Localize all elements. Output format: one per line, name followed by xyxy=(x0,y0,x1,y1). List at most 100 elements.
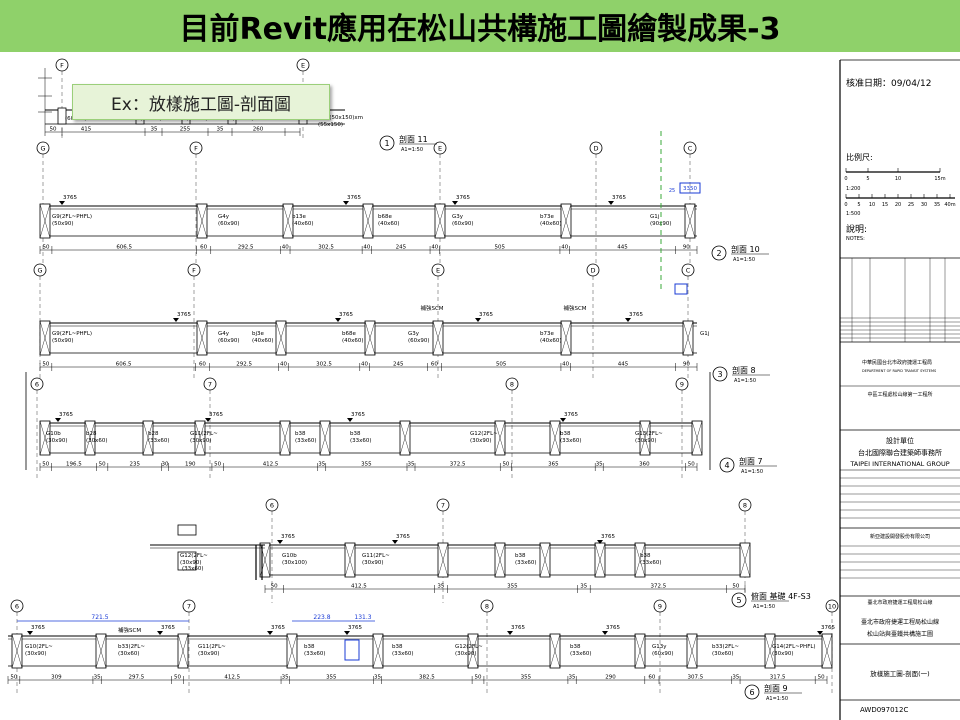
cad-drawing-sheet: FE(60x90)(33x80)(33x80)(33x80)bt3t(50x15… xyxy=(7,58,960,720)
dimension-value: 245 xyxy=(396,245,407,251)
grid-label: D xyxy=(593,144,598,152)
scale-tick-label: 15 xyxy=(882,202,888,208)
grid-bubble xyxy=(30,377,44,391)
beam-label: (40x60) xyxy=(378,221,400,227)
column-hatch xyxy=(39,320,51,356)
column-hatch xyxy=(39,420,51,456)
beam-label: (33x60) xyxy=(304,651,326,657)
dimension-value: 360 xyxy=(639,462,650,468)
section-number: 2 xyxy=(716,249,721,258)
dimension-value: 50 xyxy=(502,462,509,468)
beam-label: b28 xyxy=(86,431,97,437)
elevation-label: 3765 xyxy=(612,195,626,201)
beam-label: (33x60) xyxy=(182,566,204,572)
elevation-label: 3765 xyxy=(31,625,45,631)
grid-bubble xyxy=(675,377,689,391)
elevation-marker xyxy=(343,201,349,205)
column-hatch xyxy=(39,203,51,239)
elevation-label: 3765 xyxy=(209,412,223,418)
elevation-label: 3765 xyxy=(177,312,191,318)
dimension-value: 35 xyxy=(318,462,325,468)
dimension-value: 196.5 xyxy=(66,462,82,468)
beam-label: G11(2FL~ xyxy=(198,644,226,650)
dimension-value-blue: 25 xyxy=(669,188,675,194)
dimension-value: 35 xyxy=(94,675,101,681)
section-number: 3 xyxy=(717,370,722,379)
section-label: 俯面 基礎 4F-S3 xyxy=(751,591,811,601)
beam-label: (60x90) xyxy=(408,338,430,344)
column-hatch xyxy=(549,420,561,456)
beam-label: G11(2FL~ xyxy=(362,553,390,559)
section-number: 6 xyxy=(749,688,754,697)
contractor-name: 新亞建設開發股份有限公司 xyxy=(870,533,930,540)
scale-tick-label: 20 xyxy=(895,202,901,208)
dimension-value: 40 xyxy=(561,245,568,251)
beam-label: G12(2FL~ xyxy=(455,644,483,650)
beam-label: (30x90) xyxy=(25,651,47,657)
dimension-value: 307.5 xyxy=(688,675,704,681)
section-number: 1 xyxy=(384,139,389,148)
grid-label: E xyxy=(438,144,442,152)
dimension-value: 50 xyxy=(10,675,17,681)
elevation-marker xyxy=(59,201,65,205)
dimension-value: 30 xyxy=(162,462,169,468)
beam-label: b68e xyxy=(342,331,356,337)
section-label: 剖面 8 xyxy=(732,365,756,375)
owner-name-en: DEPARTMENT OF RAPID TRANSIT SYSTEMS xyxy=(862,369,937,373)
beam-label: (30x90) xyxy=(190,438,212,444)
callout-box: Ex：放樣施工圖-剖面圖 xyxy=(72,84,330,120)
dimension-value: 40 xyxy=(282,245,289,251)
project-line: 松山站與臺鐵共構施工圖 xyxy=(867,630,933,638)
dimension-value: 445 xyxy=(618,362,629,368)
grid-bubble xyxy=(33,263,47,277)
elevation-label: 3765 xyxy=(479,312,493,318)
column-hatch xyxy=(372,633,384,669)
beam-label: G3y xyxy=(408,331,420,337)
column-hatch xyxy=(279,420,291,456)
elevation-label: 3765 xyxy=(351,412,365,418)
column-hatch xyxy=(84,420,96,456)
elevation-marker xyxy=(475,318,481,322)
column-hatch xyxy=(639,420,651,456)
grid-label: 9 xyxy=(658,602,662,610)
column-hatch xyxy=(177,633,189,669)
slide-title: 目前Revit應用在松山共構施工圖繪製成果-3 xyxy=(179,12,781,47)
detail-box-blue xyxy=(344,639,360,661)
grid-bubble xyxy=(187,263,201,277)
scale-label: 比例尺: xyxy=(846,152,873,162)
dimension-value: 50 xyxy=(475,675,482,681)
beam-label: (33x60) xyxy=(570,651,592,657)
grid-label: E xyxy=(436,266,440,274)
section-scale: A1=1:50 xyxy=(753,604,775,610)
grid-label: F xyxy=(192,266,196,274)
elevation-marker xyxy=(608,201,614,205)
grid-bubble xyxy=(480,599,494,613)
section-scale: A1=1:50 xyxy=(766,696,788,702)
column xyxy=(57,107,67,125)
elevation-marker xyxy=(560,418,566,422)
dimension-value: 40 xyxy=(280,362,287,368)
column-hatch xyxy=(364,320,376,356)
grid-label: 9 xyxy=(680,380,684,388)
grid-bubble xyxy=(36,141,50,155)
grid-label: D xyxy=(590,266,595,274)
beam-label: b38 xyxy=(640,553,651,559)
grid-label: G xyxy=(37,266,42,274)
drawing-layer: FE(60x90)(33x80)(33x80)(33x80)bt3t(50x15… xyxy=(7,58,839,702)
grid-bubble xyxy=(10,599,24,613)
grid-bubble xyxy=(505,377,519,391)
beam-label: (40x60) xyxy=(342,338,364,344)
beam-label: G9(2FL~PHFL) xyxy=(52,214,92,220)
section-scale: A1=1:50 xyxy=(734,378,756,384)
scale-tick-label: 35 xyxy=(934,202,940,208)
column-hatch xyxy=(739,542,751,578)
dimension-value: 35 xyxy=(374,675,381,681)
beam-label: (60x90) xyxy=(218,338,240,344)
beam-label: (30x90) xyxy=(180,560,202,566)
beam-label: b38 xyxy=(570,644,581,650)
dimension-value: 90 xyxy=(683,245,690,251)
column-hatch xyxy=(95,633,107,669)
callout-text: Ex：放樣施工圖-剖面圖 xyxy=(111,94,291,115)
beam-label: G10(2FL~ xyxy=(25,644,53,650)
